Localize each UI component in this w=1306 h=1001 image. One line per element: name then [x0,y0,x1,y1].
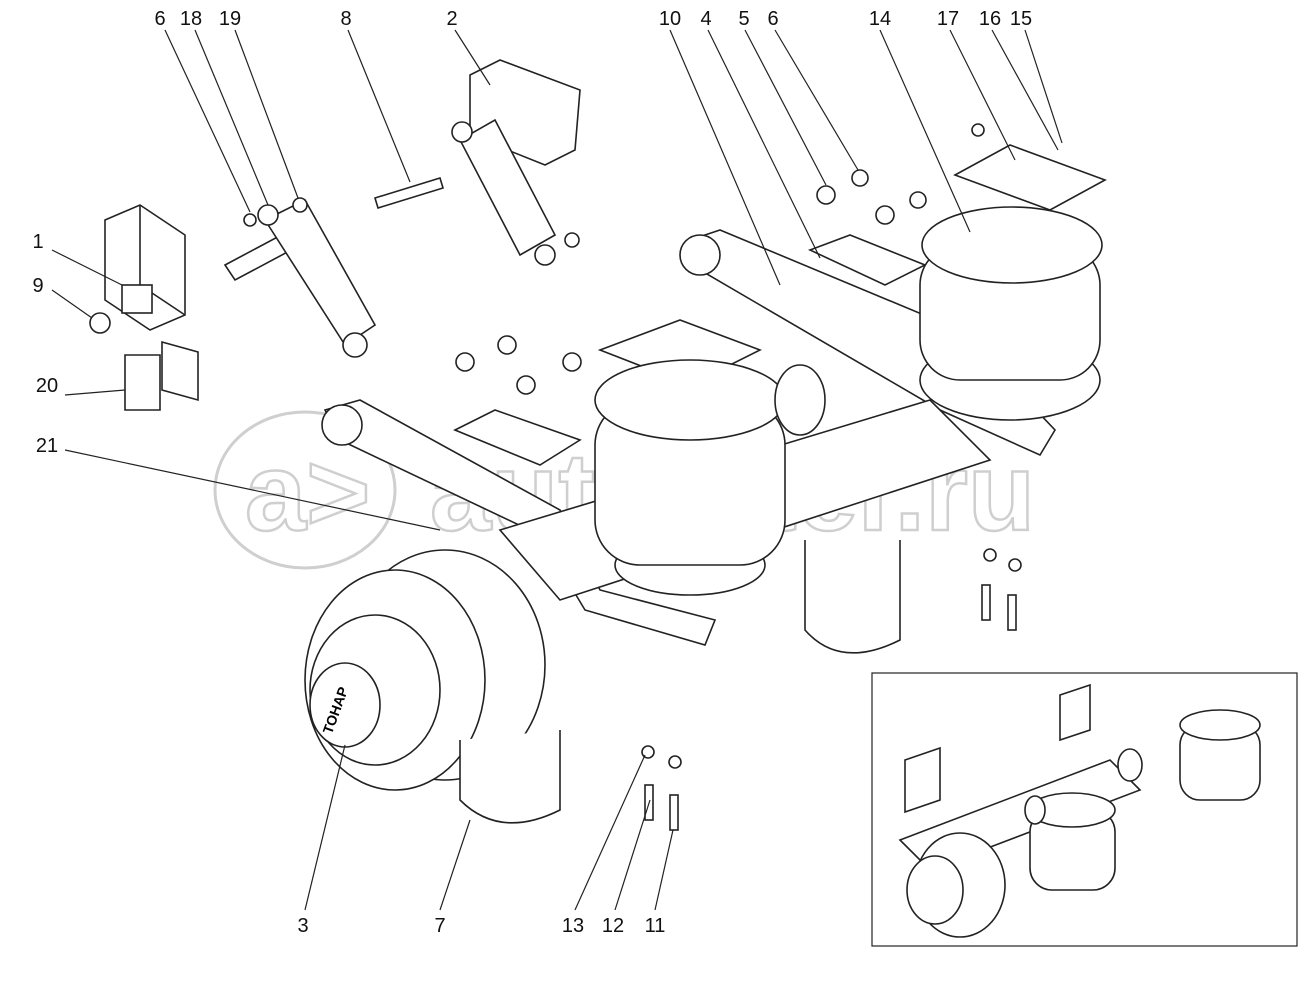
inset-assembled-view [871,672,1298,947]
trailing-arm-front [323,399,717,646]
bracket-right-2 [451,59,581,266]
callout-15: 15 [1010,8,1032,30]
air-spring-front [594,359,786,596]
callout-5: 5 [738,8,749,30]
callout-3: 3 [297,915,308,937]
callout-2: 2 [446,8,457,30]
callout-13: 13 [562,915,584,937]
callout-1: 1 [32,231,43,253]
shock-eye [774,364,826,436]
callout-21: 21 [36,435,58,457]
callout-8: 8 [340,8,351,30]
plate-20-a [124,354,161,411]
callout-9: 9 [32,275,43,297]
plate-17 [953,144,1107,211]
callout-20: 20 [36,375,58,397]
bolt-8 [374,176,444,210]
callout-labels: 6 18 19 8 2 10 4 5 6 14 17 16 15 1 9 20 … [32,8,1032,937]
callout-18: 18 [180,8,202,30]
leader-lines [51,29,1063,911]
callout-6: 6 [154,8,165,30]
callout-12: 12 [602,915,624,937]
callout-11: 11 [645,915,666,937]
callout-14: 14 [869,8,891,30]
plate-20-b [161,340,199,402]
callout-19: 19 [219,8,241,30]
callout-10: 10 [659,8,681,30]
callout-7: 7 [434,915,445,937]
callout-16: 16 [979,8,1001,30]
u-bolt-rear [804,540,901,654]
fasteners-upper [455,123,985,395]
bracket-left [89,204,312,334]
shock-absorber-left [243,197,377,358]
wheel-hub-3: ТОНАР [304,549,546,791]
watermark-logo-icon [213,410,397,570]
callout-17: 17 [937,8,959,30]
spring-seat-front [453,409,582,466]
air-spring-14 [919,206,1103,421]
callout-6-right: 6 [767,8,778,30]
u-bolt-7 [459,730,561,824]
nut-9 [89,312,111,334]
callout-4: 4 [700,8,711,30]
